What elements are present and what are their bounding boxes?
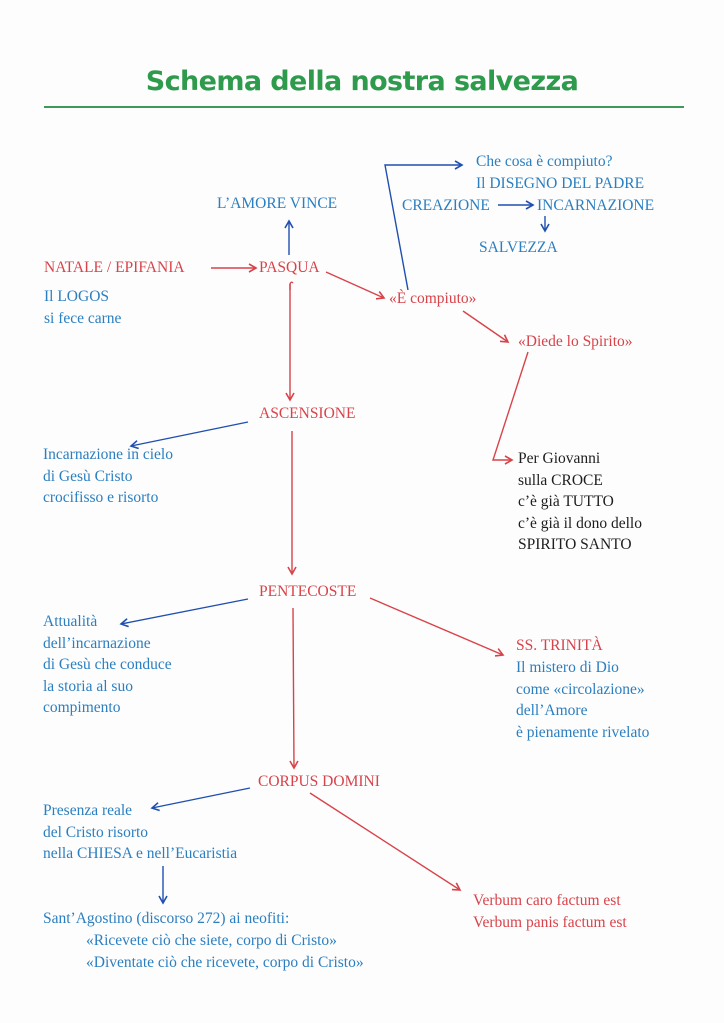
logos-note: Il LOGOS si fece carne	[44, 286, 121, 329]
trinita-note-line: come «circolazione»	[516, 680, 645, 698]
corpus-note-line: del Cristo risorto	[43, 823, 149, 841]
node-incarnazione: INCARNAZIONE	[537, 197, 655, 214]
agostino-quote-line: «Ricevete ciò che siete, corpo di Cristo…	[86, 932, 337, 949]
pentecoste-note-line: compimento	[43, 699, 121, 716]
node-amore-vince: L’AMORE VINCE	[217, 195, 338, 212]
verbum-note: Verbum caro factum est Verbum panis fact…	[473, 890, 627, 933]
arrow-compiuto-disegno	[384, 160, 464, 291]
pentecoste-note-line: dell’incarnazione	[43, 634, 151, 652]
ascensione-note-line: Incarnazione in cielo	[43, 446, 173, 463]
node-compiuto: «È compiuto»	[389, 290, 477, 307]
logos-line: Il LOGOS	[44, 288, 110, 305]
title-underline	[44, 106, 684, 108]
corpus-note-line: nella CHIESA e nell’Eucaristia	[43, 845, 238, 862]
node-pentecoste: PENTECOSTE	[259, 583, 357, 600]
agostino-quote-line: «Diventate ciò che ricevete, corpo di Cr…	[86, 953, 364, 971]
node-ascensione: ASCENSIONE	[259, 405, 356, 422]
arrow-corpus-verbum	[309, 792, 462, 891]
trinita-note-line: è pienamente rivelato	[516, 723, 650, 741]
giovanni-note-line: Per Giovanni	[518, 450, 601, 467]
node-creazione: CREAZIONE	[402, 197, 490, 214]
trinita-note: Il mistero di Dio come «circolazione» de…	[516, 657, 649, 743]
pentecoste-note-line: la storia al suo	[43, 677, 133, 695]
arrow-pentecoste-corpus	[289, 607, 299, 770]
verbum-note-line: Verbum caro factum est	[473, 892, 621, 909]
node-diede-spirito: «Diede lo Spirito»	[518, 333, 633, 350]
agostino-heading: Sant’Agostino (discorso 272) ai neofiti:	[43, 910, 290, 927]
arrow-ascensione-note	[129, 421, 249, 450]
node-salvezza: SALVEZZA	[479, 239, 558, 256]
node-natale-epifania: NATALE / EPIFANIA	[44, 259, 185, 276]
arrow-pentecoste-trinita	[369, 597, 505, 657]
verbum-note-line: Verbum panis factum est	[473, 913, 627, 931]
ascensione-note-line: crocifisso e risorto	[43, 489, 159, 506]
giovanni-note: Per Giovanni sulla CROCE c’è già TUTTO c…	[518, 448, 642, 556]
pentecoste-note-line: Attualità	[43, 613, 98, 630]
logos-line: si fece carne	[44, 309, 122, 327]
ascensione-note: Incarnazione in cielo di Gesù Cristo cro…	[43, 444, 173, 509]
agostino-quote: «Ricevete ciò che siete, corpo di Cristo…	[86, 930, 364, 973]
giovanni-note-line: SPIRITO SANTO	[518, 536, 632, 553]
giovanni-note-line: c’è già TUTTO	[518, 493, 614, 510]
corpus-note-line: Presenza reale	[43, 802, 133, 819]
arrow-pasqua-hook	[289, 281, 294, 290]
page-title: Schema della nostra salvezza	[145, 66, 579, 97]
corpus-note: Presenza reale del Cristo risorto nella …	[43, 800, 237, 865]
disegno-question: Che cosa è compiuto?	[476, 153, 613, 170]
giovanni-note-line: c’è già il dono dello	[518, 514, 642, 532]
giovanni-note-line: sulla CROCE	[518, 471, 603, 489]
arrow-compiuto-spirito	[462, 310, 510, 343]
disegno-heading: Il DISEGNO DEL PADRE	[476, 175, 645, 192]
node-corpus-domini: CORPUS DOMINI	[258, 773, 380, 790]
pentecoste-note: Attualità dell’incarnazione di Gesù che …	[43, 611, 172, 719]
pentecoste-note-line: di Gesù che conduce	[43, 656, 172, 673]
trinita-note-line: dell’Amore	[516, 702, 588, 719]
arrow-pasqua-compiuto	[325, 271, 386, 300]
ascensione-note-line: di Gesù Cristo	[43, 467, 133, 485]
arrow-spirito-giovanni	[492, 351, 529, 465]
trinita-note-line: Il mistero di Dio	[516, 659, 619, 676]
node-pasqua: PASQUA	[259, 259, 320, 276]
node-trinita: SS. TRINITÀ	[516, 637, 603, 654]
